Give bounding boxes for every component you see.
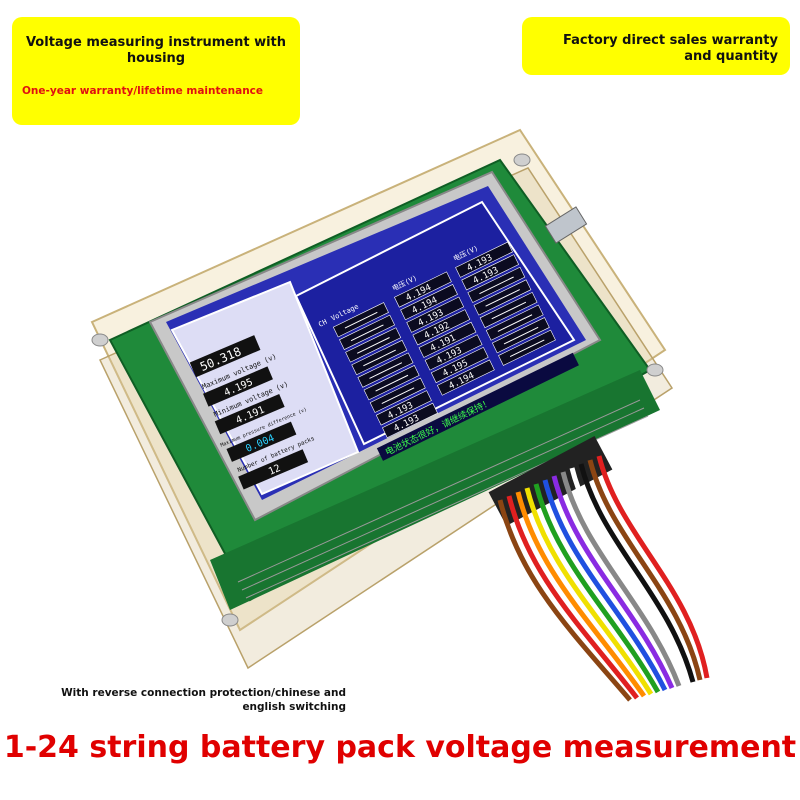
ribbon-wire [596,455,710,679]
voltage-empty-dash [479,276,514,295]
usb-connector [544,206,588,244]
voltage-empty-dash [509,339,545,358]
ribbon-wire [524,487,654,696]
standoffs [91,153,664,627]
ribbon-wire [542,479,668,692]
callout-housing: Voltage measuring instrument with housin… [12,17,300,125]
ribbon-wire [533,483,661,694]
voltage-empty-dash [363,349,396,367]
header-ch: CH [317,318,328,329]
voltage-empty-dash [344,311,378,329]
voltage-empty-dash [369,362,403,379]
voltage-cell [424,334,483,371]
product-headline: 1-24 string battery pack voltage measure… [3,730,797,765]
callout-warranty-subtitle: One-year warranty/lifetime maintenance [22,85,264,97]
voltage-cell [382,402,438,439]
voltage-empty-dash [491,301,527,320]
pcb-board-lower [210,370,660,610]
voltage-cell [394,271,452,308]
callout-housing-title: Voltage measuring instrument with housin… [25,35,287,66]
voltage-empty-dash [497,314,533,332]
feature-note: With reverse connection protection/chine… [61,687,346,713]
voltage-cell [400,284,458,321]
voltage-empty-dash [375,374,409,392]
callout-factory: Factory direct sales warranty and quanti… [522,17,790,75]
ribbon-wire [497,499,632,702]
ribbon-wire [587,459,703,681]
voltage-empty-dash [503,326,539,345]
voltage-cell [375,390,432,426]
voltage-cell [406,296,465,333]
voltage-empty-dash [357,337,390,354]
ribbon-wire [515,491,647,698]
battery-count-value: 12 [267,463,282,478]
voltage-cell [430,346,489,384]
voltage-cell [412,309,471,346]
ribbon-wire [506,495,639,700]
callout-factory-title: Factory direct sales warranty and quanti… [563,33,778,64]
voltage-cell [455,241,513,278]
voltage-empty-dash [350,324,384,342]
ribbon-cable [488,435,710,702]
ribbon-wire [578,463,696,683]
voltage-empty-dash [381,387,415,405]
left-panel [170,280,360,496]
ribbon-wire [551,475,675,690]
voltage-empty-dash [485,289,520,307]
voltage-cell [418,321,477,358]
ribbon-wire [569,467,689,685]
voltage-cell [461,254,520,291]
ribbon-wire [560,471,682,687]
voltage-cell [437,359,495,396]
